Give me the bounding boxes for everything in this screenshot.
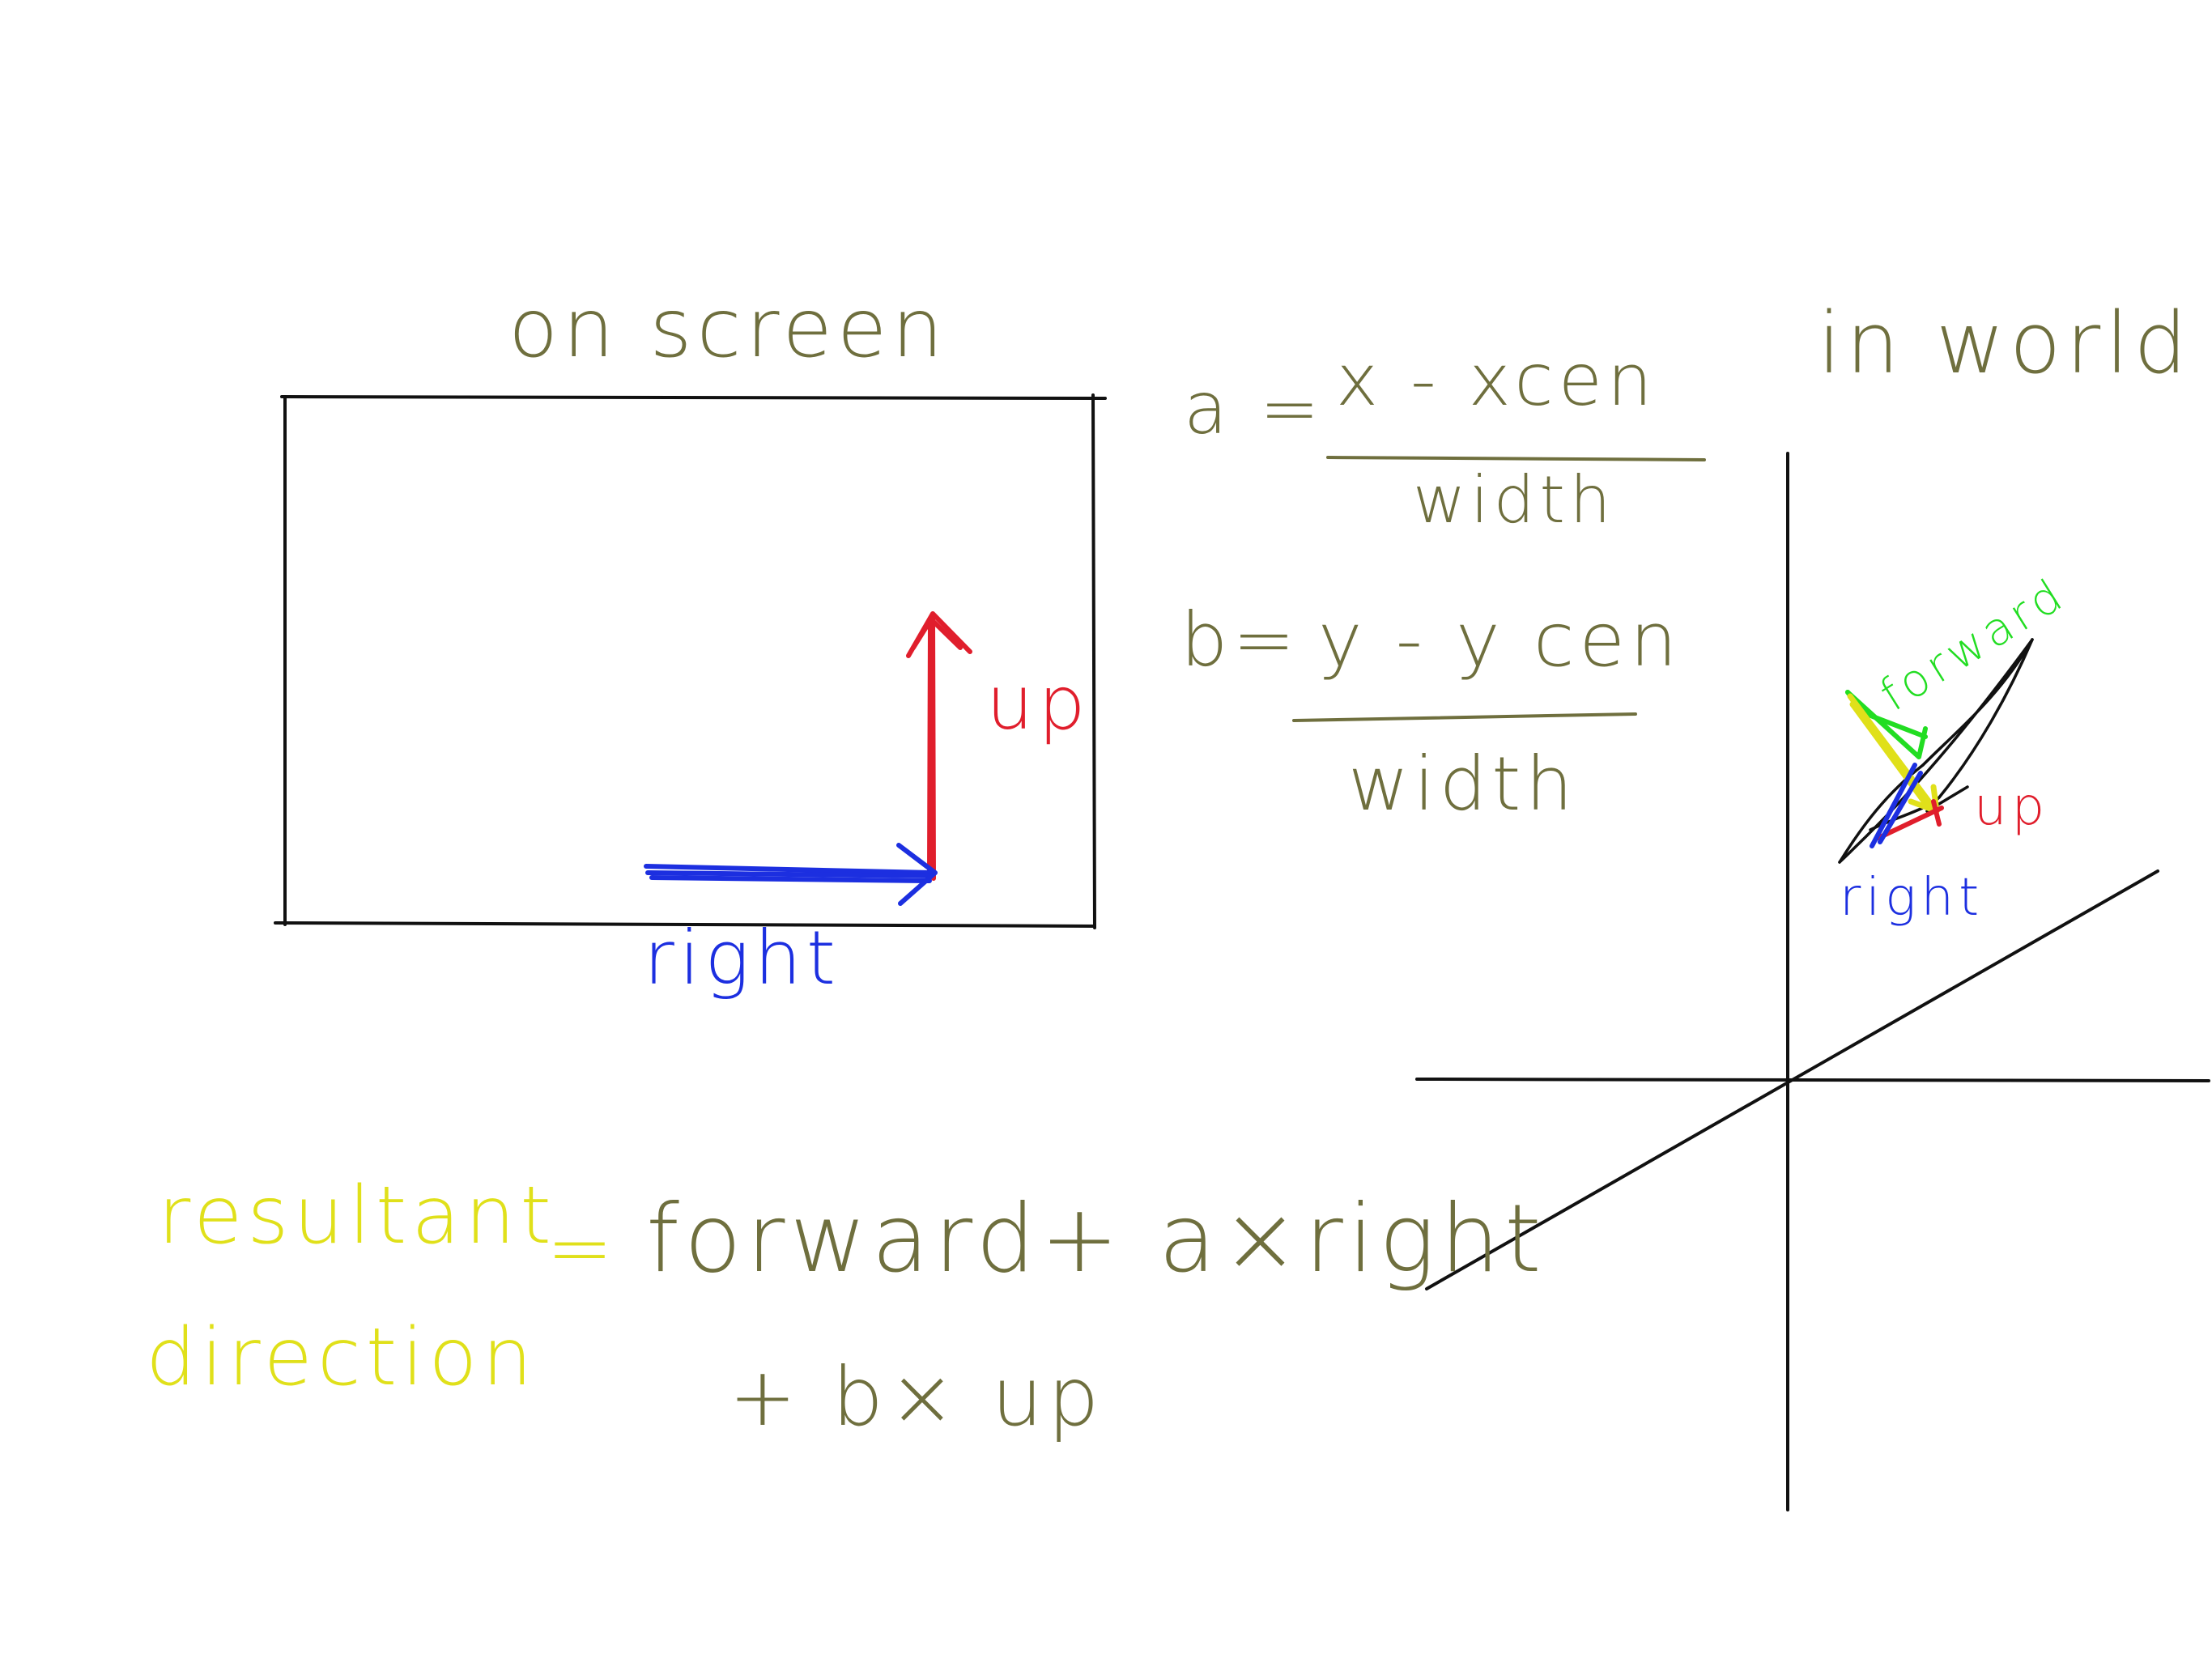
world-forward-label: forward (1871, 568, 2075, 722)
world-depth-axis (1425, 869, 2159, 1290)
resultant-rhs-line2: + b× up (729, 1350, 1104, 1444)
world-up-vector (1876, 799, 1944, 840)
world-right-vector (1870, 763, 1923, 848)
formula-b-fraction-bar (1292, 712, 1637, 722)
formula-b-numerator: y - y cen (1318, 597, 1682, 683)
world-right-label: right (1840, 868, 1984, 928)
screen-rectangle (274, 393, 1107, 929)
world-up-label: up (1974, 777, 2049, 837)
screen-right-label: right (644, 915, 840, 1001)
resultant-rhs-line1: forward+ a×right (646, 1184, 1546, 1294)
formula-b-lhs: b= (1180, 597, 1300, 683)
screen-up-arrow (906, 611, 972, 881)
screen-up-label: up (986, 660, 1091, 746)
resultant-equals: = (547, 1202, 618, 1295)
resultant-label-line2: direction (146, 1312, 537, 1404)
screen-right-arrow (644, 843, 938, 906)
world-horizontal-axis (1415, 1078, 2210, 1082)
screen-title: on screen (508, 281, 948, 376)
formula-a-denominator: width (1413, 462, 1616, 538)
formula-a-fraction-bar (1326, 456, 1706, 461)
formula-b-denominator: width (1348, 741, 1578, 827)
world-title: in world (1818, 294, 2192, 393)
formula-a-lhs: a = (1184, 367, 1325, 450)
world-axes (1415, 452, 2210, 1511)
formula-a-numerator: x - xcen (1336, 338, 1657, 422)
resultant-label-line1: resultant (158, 1170, 556, 1262)
